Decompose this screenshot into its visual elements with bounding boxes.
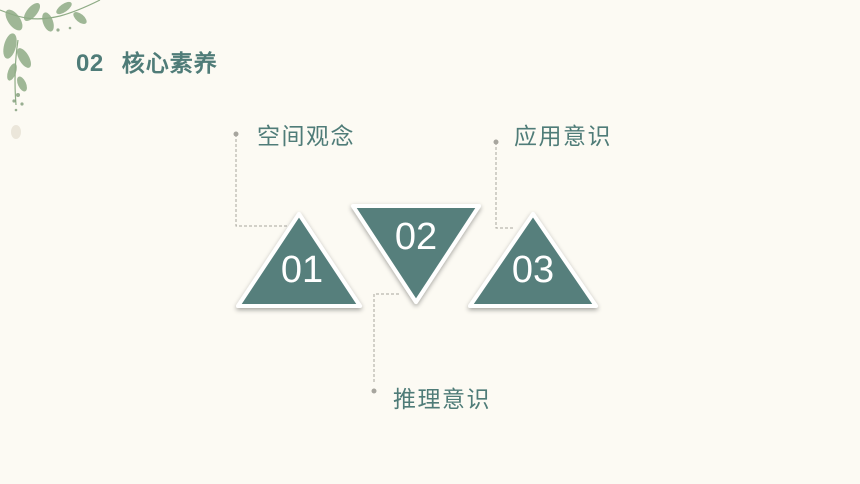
leaf-branch-icon [0,0,101,139]
triangle-03-number: 03 [511,249,555,291]
section-number: 02 [76,50,104,77]
triangle-01-number: 01 [280,249,324,291]
connector-dots [233,131,499,394]
label-application-awareness: 应用意识 [514,124,612,150]
connector-lines [235,134,515,382]
page-title: 02 核心素养 [76,44,218,78]
triangle-02-number: 02 [394,216,438,258]
triangle-02 [351,204,481,304]
triangle-03 [468,212,598,308]
label-spatial-concept: 空间观念 [257,124,355,150]
label-reasoning-awareness: 推理意识 [393,387,491,413]
section-title: 核心素养 [121,51,218,77]
triangle-01 [236,212,362,308]
